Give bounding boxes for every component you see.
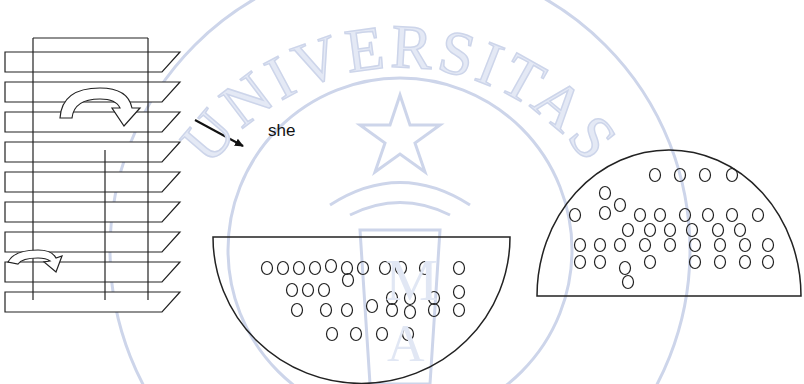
molecule (377, 328, 388, 341)
molecule (595, 239, 606, 252)
molecule (665, 239, 676, 252)
molecule (278, 262, 289, 275)
molecule (645, 256, 656, 269)
molecule (327, 328, 338, 341)
molecule (454, 262, 465, 275)
molecule (595, 256, 606, 269)
molecule (292, 304, 303, 317)
molecule (703, 209, 714, 222)
molecule (294, 262, 305, 275)
watermark-text: UNIVERSITAS (168, 12, 633, 175)
molecule (326, 260, 337, 273)
molecule (351, 328, 362, 341)
dome-outline (537, 150, 801, 296)
molecule (655, 209, 666, 222)
molecule (454, 304, 465, 317)
molecule (600, 207, 611, 220)
molecule (319, 284, 330, 297)
molecule (753, 209, 764, 222)
molecule (735, 224, 746, 237)
molecule (367, 300, 378, 313)
slat (5, 262, 180, 282)
molecule (570, 209, 581, 222)
molecule (620, 262, 631, 275)
rotation-arrow (8, 88, 140, 272)
word-label: she (268, 122, 295, 139)
molecule (615, 239, 626, 252)
molecule (675, 169, 686, 182)
watermark-text: UNIVERSITAS (168, 12, 633, 175)
molecule (690, 239, 701, 252)
molecule (575, 256, 586, 269)
molecule (635, 209, 646, 222)
slat (5, 52, 180, 72)
molecule (615, 199, 626, 212)
molecule (665, 224, 676, 237)
molecule (715, 239, 726, 252)
molecule (454, 286, 465, 299)
bowl-outline (213, 237, 510, 383)
molecule (321, 304, 332, 317)
slat-stack (5, 52, 180, 312)
molecule (310, 262, 321, 275)
slat (5, 172, 180, 192)
molecule (623, 224, 634, 237)
molecule (287, 284, 298, 297)
molecule (650, 169, 661, 182)
molecule (623, 276, 634, 289)
slat (5, 292, 180, 312)
molecule (358, 262, 369, 275)
slat (5, 112, 180, 132)
molecule (342, 304, 353, 317)
molecule (740, 239, 751, 252)
molecule (343, 274, 354, 287)
molecule (303, 284, 314, 297)
watermark-seal (110, 0, 690, 384)
molecule (640, 239, 651, 252)
watermark-letter: M (385, 250, 438, 310)
molecule (727, 169, 738, 182)
molecule (600, 187, 611, 200)
molecule (645, 224, 656, 237)
molecule (715, 256, 726, 269)
molecule (342, 262, 353, 275)
molecule-circles (262, 169, 774, 341)
molecule (727, 209, 738, 222)
molecule (680, 209, 691, 222)
molecule (687, 224, 698, 237)
molecule (763, 256, 774, 269)
watermark-letter: A (387, 318, 425, 370)
molecule (262, 262, 273, 275)
molecule (700, 169, 711, 182)
slat (5, 142, 180, 162)
molecule (575, 239, 586, 252)
slat (5, 232, 180, 252)
molecule (763, 239, 774, 252)
slat (5, 202, 180, 222)
molecule (690, 256, 701, 269)
molecule (740, 256, 751, 269)
molecule (713, 224, 724, 237)
